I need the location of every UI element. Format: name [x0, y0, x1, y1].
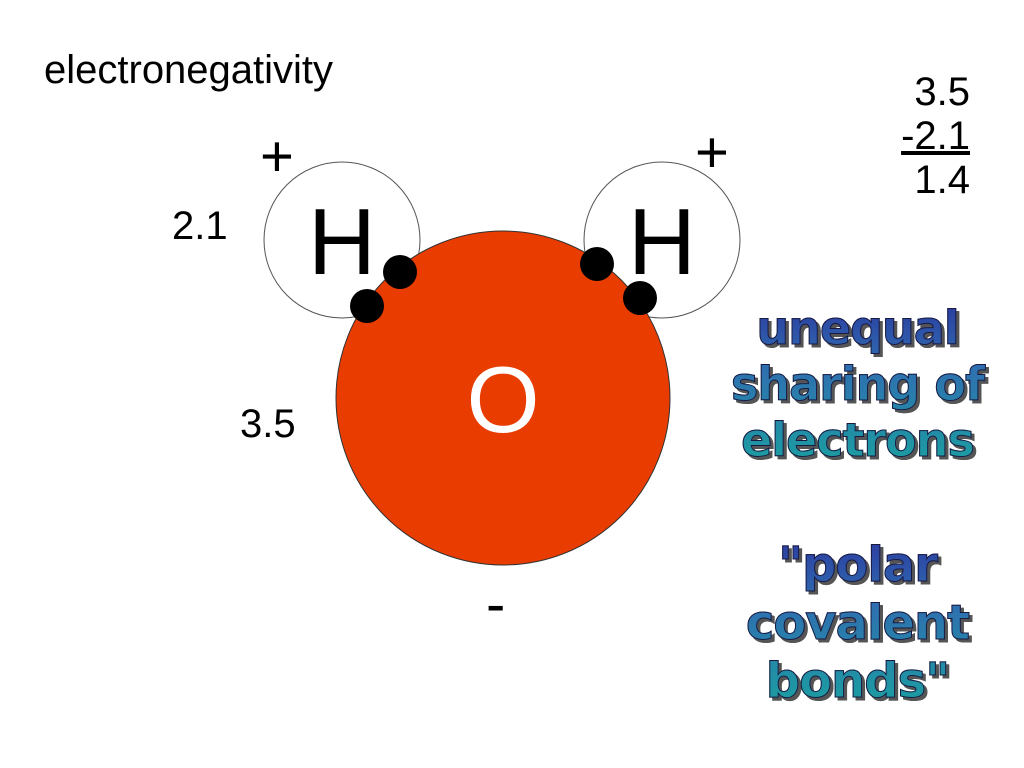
unequal-sharing-caption: unequal sharing of electrons	[700, 300, 1015, 468]
hydrogen-symbol-left: H	[308, 189, 376, 294]
oxygen-atom	[335, 230, 671, 566]
calc-line2: -2.1	[901, 114, 970, 158]
partial-positive-right: +	[695, 120, 729, 185]
oxygen-electronegativity: 3.5	[240, 402, 296, 446]
caption1-line3: electrons	[741, 413, 976, 468]
oxygen-symbol: O	[466, 347, 539, 452]
hydrogen-atom-right	[583, 161, 741, 319]
electron-dot	[383, 255, 417, 289]
electron-dot	[580, 247, 614, 281]
caption2-line3: bonds"	[765, 653, 950, 710]
hydrogen-atom-left	[263, 161, 421, 319]
calc-result: 1.4	[914, 158, 970, 202]
caption1-line2: sharing of	[731, 357, 986, 412]
hydrogen-electronegativity: 2.1	[172, 204, 228, 248]
difference-calculation: 3.5 -2.1 1.4	[880, 70, 970, 202]
caption2-line1: "polar	[778, 537, 939, 594]
slide-title: electronegativity	[44, 48, 334, 92]
partial-negative-oxygen: -	[486, 572, 506, 637]
electron-dot	[623, 281, 657, 315]
polar-covalent-caption: "polar covalent bonds"	[700, 536, 1015, 710]
electron-dot	[350, 289, 384, 323]
hydrogen-symbol-right: H	[628, 189, 696, 294]
calc-line1: 3.5	[914, 70, 970, 114]
caption2-line2: covalent	[745, 595, 970, 652]
caption1-line1: unequal	[756, 301, 960, 356]
partial-positive-left: +	[260, 124, 294, 189]
